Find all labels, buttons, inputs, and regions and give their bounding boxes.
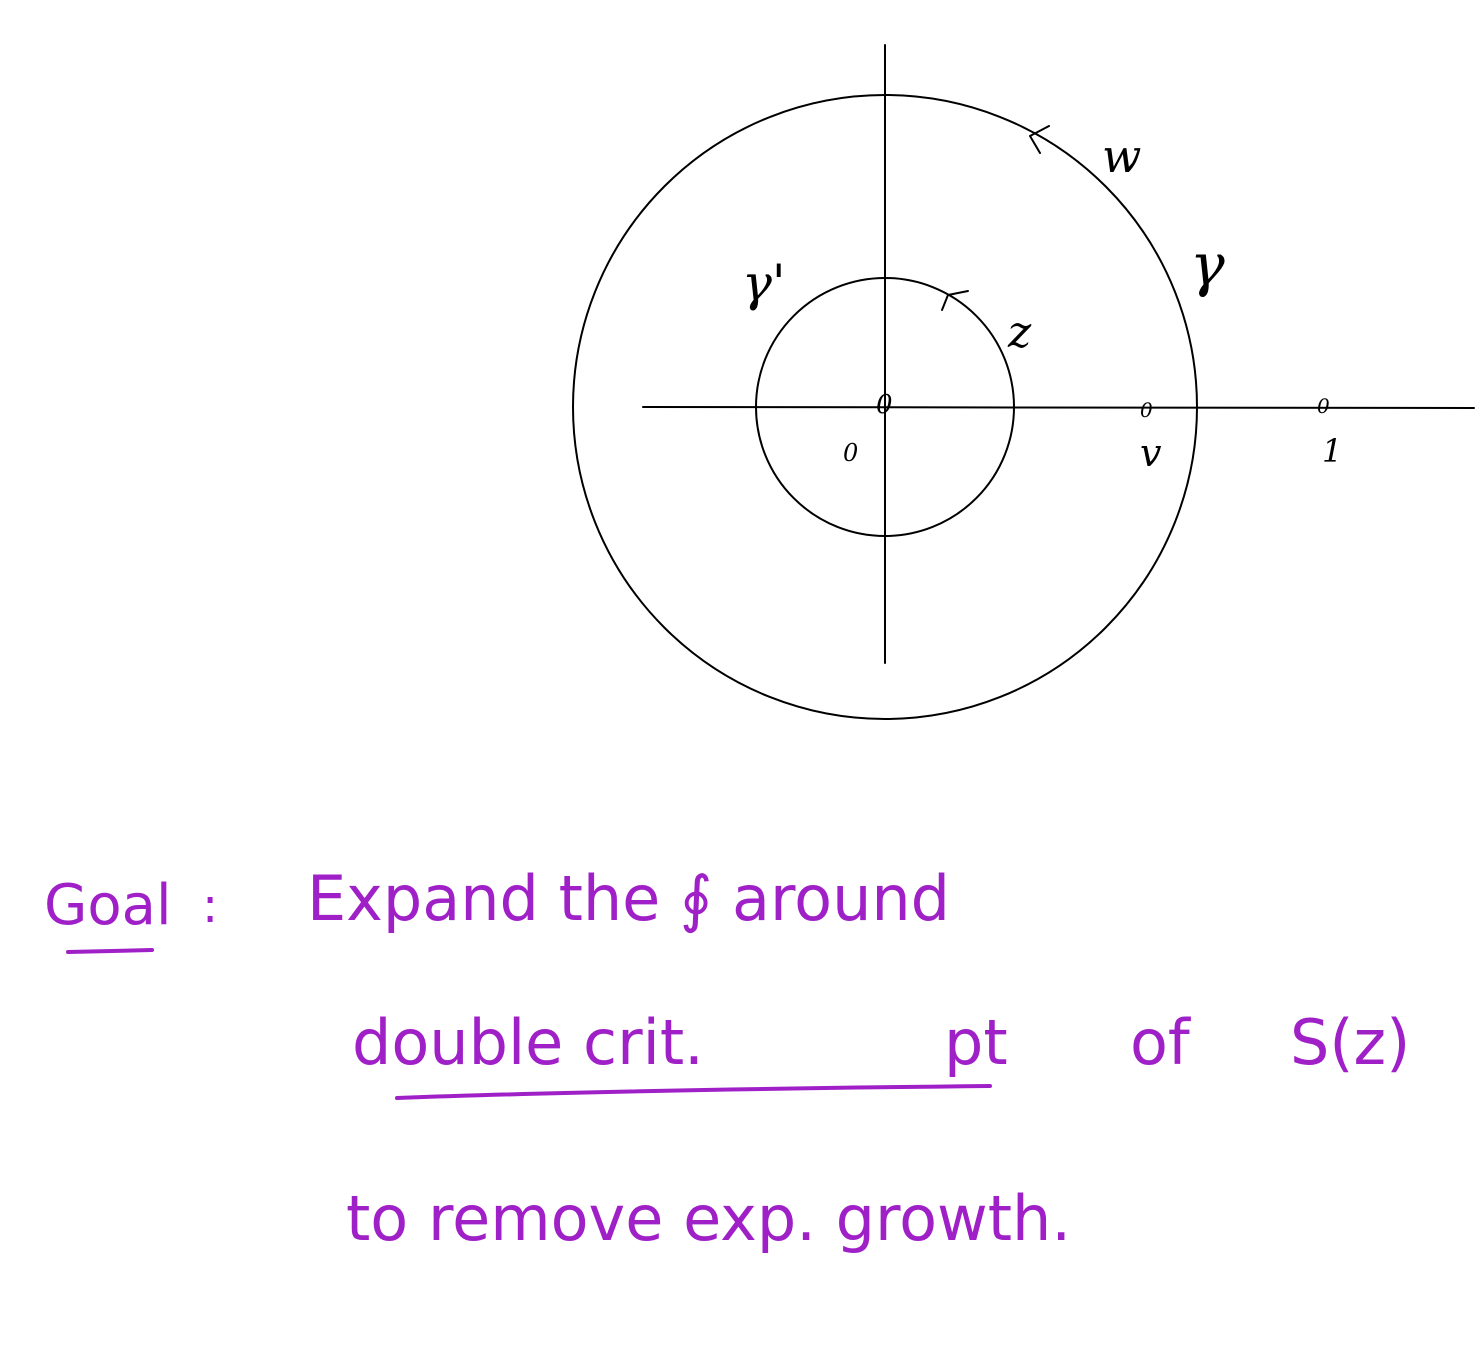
outer-direction-arrow-icon: [1029, 125, 1050, 154]
goal-underline: [66, 948, 154, 954]
note-line-3: to remove exp. growth.: [346, 1182, 1071, 1255]
goal-colon: :: [202, 878, 218, 934]
point-one-label: 1: [1322, 432, 1342, 470]
note-line-2-of: of: [1130, 1006, 1192, 1079]
point-v-label: v: [1140, 431, 1162, 475]
goal-label: Goal: [44, 873, 172, 938]
note-line-2-s-of-z: S(z): [1290, 1006, 1410, 1079]
point-v-mark: 0: [1140, 398, 1153, 422]
note-line-2-pt: pt: [944, 1006, 1008, 1079]
note-line-1: Expand the ∮ around: [307, 862, 950, 935]
origin-point-mark: 0: [876, 390, 893, 420]
inner-contour-label: γ': [742, 254, 786, 312]
inner-contour-gamma-prime: [755, 277, 1015, 537]
inner-direction-arrow-icon: [941, 290, 969, 311]
outer-contour-label: γ: [1190, 231, 1225, 299]
point-one-mark: 0: [1317, 394, 1330, 418]
outer-contour-gamma: [572, 94, 1198, 720]
inner-variable-label: z: [1007, 307, 1032, 358]
note-line-2-double-crit: double crit.: [352, 1006, 704, 1079]
horizontal-axis: [642, 406, 1475, 409]
origin-label: 0: [843, 439, 858, 467]
outer-variable-label: w: [1102, 129, 1141, 183]
double-crit-underline: [395, 1084, 992, 1100]
